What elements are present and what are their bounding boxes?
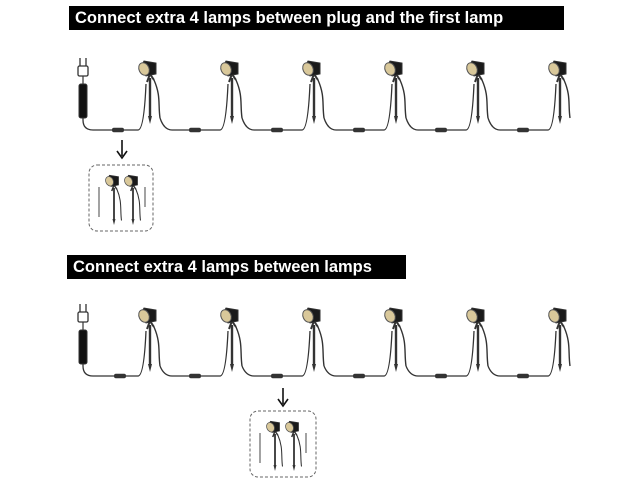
transformer-icon	[78, 83, 88, 119]
spotlight-lamp-icon	[124, 174, 142, 225]
spotlight-lamp-icon	[220, 60, 243, 124]
spotlight-lamp-icon	[105, 174, 123, 225]
lamp-chain-2	[77, 304, 571, 379]
power-plug-icon	[77, 58, 94, 131]
arrow-down-icon	[116, 140, 128, 160]
connector-icon	[517, 127, 529, 133]
section-1-title: Connect extra 4 lamps between plug and t…	[69, 6, 564, 30]
spotlight-lamp-icon	[548, 60, 571, 124]
section-2-title: Connect extra 4 lamps between lamps	[67, 255, 406, 279]
connector-icon	[271, 373, 283, 379]
connector-icon	[435, 127, 447, 133]
connector-icon	[353, 127, 365, 133]
connector-icon	[189, 127, 201, 133]
spotlight-lamp-icon	[138, 307, 161, 372]
connector-icon	[271, 127, 283, 133]
spotlight-lamp-icon	[138, 60, 161, 124]
arrow-down-icon	[277, 388, 289, 408]
connector-icon	[517, 373, 529, 379]
spotlight-lamp-icon	[302, 60, 325, 124]
transformer-icon	[78, 329, 88, 365]
spotlight-lamp-icon	[548, 307, 571, 372]
lamp-chain-1	[77, 58, 571, 133]
spotlight-lamp-icon	[384, 60, 407, 124]
spotlight-lamp-icon	[266, 420, 284, 471]
spotlight-lamp-icon	[220, 307, 243, 372]
spotlight-lamp-icon	[466, 60, 489, 124]
spotlight-lamp-icon	[285, 420, 303, 471]
extra-lamps-group-2	[249, 410, 317, 478]
spotlight-lamp-icon	[384, 307, 407, 372]
connector-icon	[112, 127, 124, 133]
power-plug-icon	[77, 304, 94, 377]
connector-icon	[435, 373, 447, 379]
connector-icon	[353, 373, 365, 379]
connector-icon	[189, 373, 201, 379]
extra-lamps-group-1	[88, 164, 154, 232]
spotlight-lamp-icon	[466, 307, 489, 372]
connector-icon	[114, 373, 126, 379]
spotlight-lamp-icon	[302, 307, 325, 372]
